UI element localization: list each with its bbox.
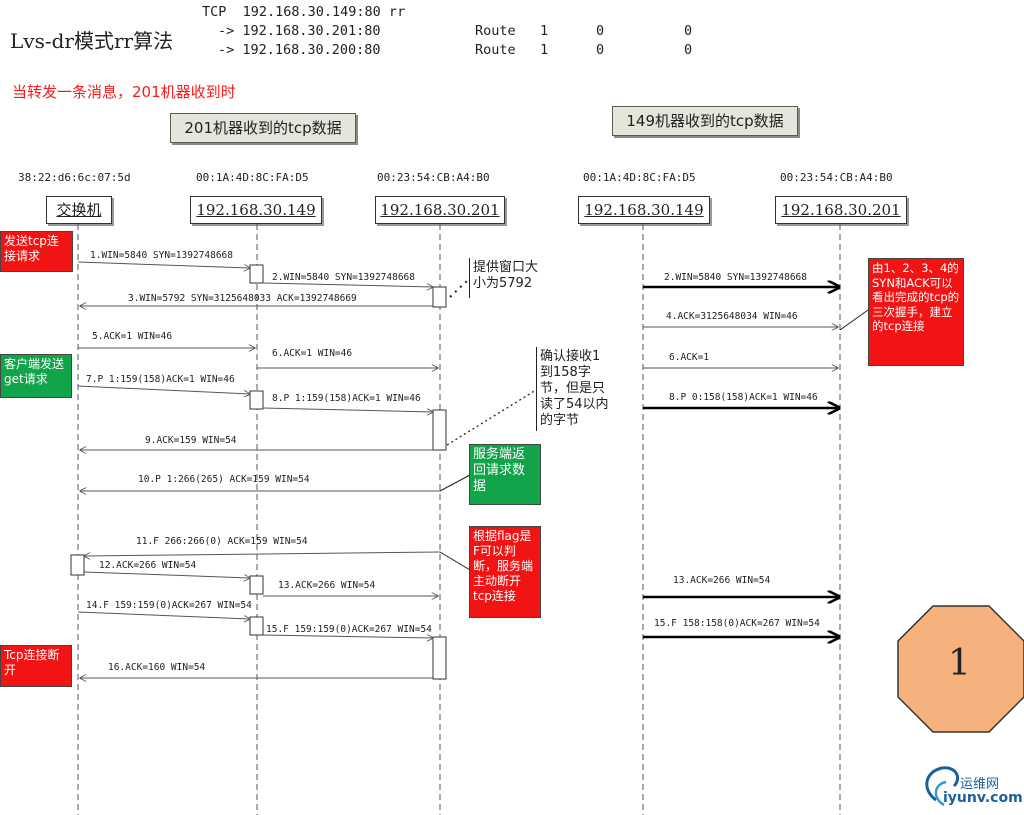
section-label-149: 149机器收到的tcp数据: [612, 106, 798, 136]
tcp-header: TCP 192.168.30.149:80 rr: [202, 4, 406, 20]
diagram-title: Lvs-dr模式rr算法: [10, 29, 174, 53]
msg-8-label: 8.P 1:159(158)ACK=1 WIN=46: [272, 393, 421, 404]
section-label-201: 201机器收到的tcp数据: [170, 113, 356, 143]
tcp-row-1-target: -> 192.168.30.201:80: [218, 23, 381, 39]
activation-switch-1: [70, 554, 85, 576]
host-201-left: 192.168.30.201: [375, 196, 505, 224]
msg-16-label: 16.ACK=160 WIN=54: [108, 662, 206, 673]
note-server-return: 服务端返回请求数据: [469, 444, 541, 505]
activation-201-2: [432, 409, 447, 451]
activation-149-1: [249, 264, 264, 284]
note-tcp-close: Tcp连接断开: [0, 645, 72, 687]
msg-12-label: 12.ACK=266 WIN=54: [99, 560, 197, 571]
msg-10-label: 10.P 1:266(265) ACK=159 WIN=54: [138, 474, 310, 485]
activation-149-3: [249, 575, 264, 595]
msg-5-label: 5.ACK=1 WIN=46: [92, 331, 172, 342]
tcp-row-1-forward: Route: [475, 23, 516, 39]
note-send-tcp-request: 发送tcp连接请求: [0, 231, 73, 272]
connector-handshake: [839, 309, 869, 331]
mac-149-right: 00:1A:4D:8C:FA:D5: [583, 171, 696, 184]
mac-switch: 38:22:d6:6c:07:5d: [18, 171, 131, 184]
connector-server-return: [439, 474, 471, 492]
note-handshake: 由1、2、3、4的SYN和ACK可以看出完成的tcp的三次握手，建立的tcp连接: [868, 258, 964, 366]
msg-1-label: 1.WIN=5840 SYN=1392748668: [90, 250, 233, 261]
tcp-row-2-active: 0: [596, 42, 605, 58]
msg-6-label: 6.ACK=1 WIN=46: [272, 348, 352, 359]
left-message-lines: [77, 261, 441, 678]
subtitle: 当转发一条消息，201机器收到时: [12, 83, 236, 101]
rmsg-15-label: 15.F 158:158(0)ACK=267 WIN=54: [654, 618, 820, 629]
host-149-right: 192.168.30.149: [578, 196, 710, 224]
logo-icon: [925, 766, 959, 807]
rmsg-2-label: 2.WIN=5840 SYN=1392748668: [664, 272, 807, 283]
rmsg-4-label: 4.ACK=3125648034 WIN=46: [666, 311, 798, 322]
note-window-size: 提供窗口大小为5792: [469, 258, 551, 298]
activation-201-3: [432, 636, 447, 680]
host-switch: 交换机: [46, 196, 112, 224]
tcp-row-2-inactive: 0: [684, 42, 693, 58]
msg-1-line: [77, 261, 250, 268]
msg-13-label: 13.ACK=266 WIN=54: [278, 580, 376, 591]
msg-7-line: [77, 385, 250, 394]
msg-15-line: [262, 635, 433, 638]
activation-149-2: [249, 390, 264, 410]
connector-window: [449, 279, 469, 298]
msg-12-line: [83, 571, 250, 578]
note-client-get: 客户端发送get请求: [0, 354, 72, 398]
logo-en: iyunv.com: [943, 790, 1023, 806]
rmsg-6-label: 6.ACK=1: [669, 352, 709, 363]
msg-11-label: 11.F 266:266(0) ACK=159 WIN=54: [136, 536, 308, 547]
msg-8-line: [262, 407, 433, 412]
tcp-row-2-target: -> 192.168.30.200:80: [218, 42, 381, 58]
msg-2-line: [262, 282, 433, 287]
right-message-lines-bold: [643, 287, 838, 637]
msg-9-label: 9.ACK=159 WIN=54: [145, 435, 237, 446]
msg-15-label: 15.F 159:159(0)ACK=267 WIN=54: [266, 624, 432, 635]
note-ack-receive: 确认接收1到158字节，但是只读了54以内的字节: [536, 347, 612, 431]
activation-201-1: [432, 286, 447, 308]
msg-14-line: [77, 611, 250, 619]
msg-2-label: 2.WIN=5840 SYN=1392748668: [272, 272, 415, 283]
mac-201-left: 00:23:54:CB:A4:B0: [377, 171, 490, 184]
connector-flag: [439, 551, 471, 571]
tcp-row-1-active: 0: [596, 23, 605, 39]
msg-3-label: 3.WIN=5792 SYN=3125648033 ACK=1392748669: [128, 293, 357, 304]
rmsg-8-label: 8.P 0:158(158)ACK=1 WIN=46: [669, 392, 818, 403]
rmsg-13-label: 13.ACK=266 WIN=54: [673, 575, 771, 586]
tcp-row-1-inactive: 0: [684, 23, 693, 39]
host-149-left: 192.168.30.149: [190, 196, 322, 224]
right-message-lines-thin: [643, 327, 838, 368]
msg-7-label: 7.P 1:159(158)ACK=1 WIN=46: [86, 374, 235, 385]
msg-14-label: 14.F 159:159(0)ACK=267 WIN=54: [86, 600, 252, 611]
logo-cn: 运维网: [960, 777, 1000, 792]
lifelines: [77, 224, 841, 815]
tcp-row-2-forward: Route: [475, 42, 516, 58]
activation-boxes: [70, 264, 447, 680]
mac-149-left: 00:1A:4D:8C:FA:D5: [196, 171, 309, 184]
mac-201-right: 00:23:54:CB:A4:B0: [780, 171, 893, 184]
connector-ack: [446, 389, 537, 446]
badge-number: 1: [948, 643, 971, 684]
tcp-row-1-weight: 1: [540, 23, 549, 39]
octagon-badge: [897, 605, 1024, 733]
host-201-right: 192.168.30.201: [775, 196, 907, 224]
tcp-row-2-weight: 1: [540, 42, 549, 58]
note-connectors: [439, 279, 869, 571]
activation-149-4: [249, 616, 264, 636]
note-flag: 根据flag是F可以判断，服务端主动断开tcp连接: [469, 526, 541, 618]
msg-11-line: [84, 551, 441, 556]
